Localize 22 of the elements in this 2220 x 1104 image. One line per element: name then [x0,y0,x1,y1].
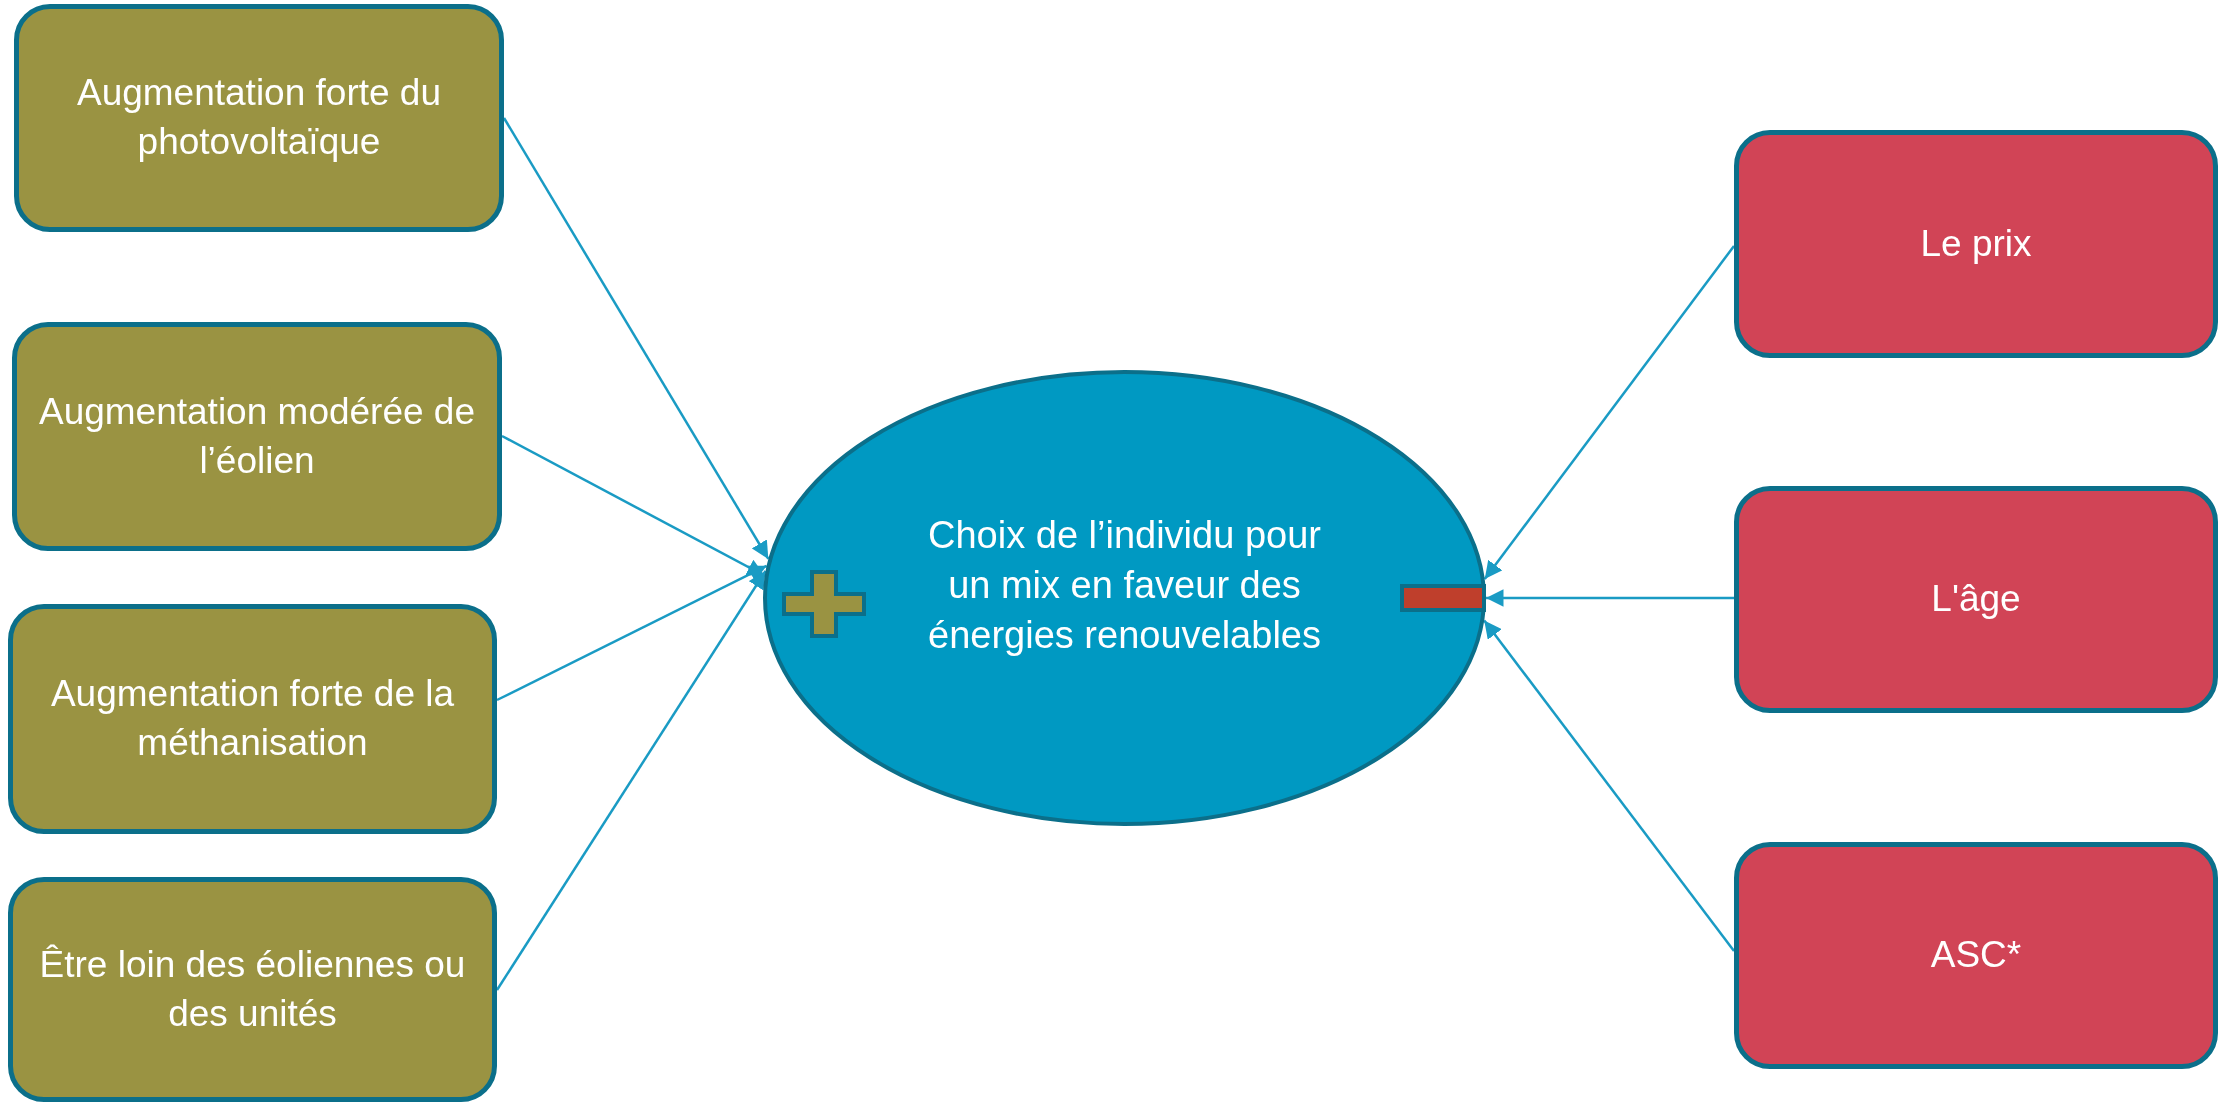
factor-box [12,322,502,551]
arrow [1483,619,1735,952]
arrow [1483,245,1735,580]
node-label: Augmentation forte du photovoltaïque [75,71,443,164]
node-label: L'âge [1931,577,2021,622]
factor-box [8,604,497,834]
arrow [502,117,770,560]
arrow [495,570,767,991]
node-label: Augmentation modérée de l’éolien [37,389,477,483]
arrow [496,564,768,702]
node-label: Le prix [1920,221,2032,266]
node-label: ASC* [1930,933,2022,978]
factor-box [14,4,504,232]
node-label: Augmentation forte de la méthanisation [49,672,456,765]
factor-box [1734,130,2218,358]
node-label: Choix de l’individu pour un mix en faveur des énergies renouvelables [927,513,1322,659]
arrow [1486,589,1734,607]
factor-box [8,877,497,1102]
node-label: Être loin des éoliennes ou des unités [38,942,467,1036]
decision-ellipse [763,370,1486,826]
factor-box [1734,842,2218,1069]
factor-box [1734,486,2218,713]
